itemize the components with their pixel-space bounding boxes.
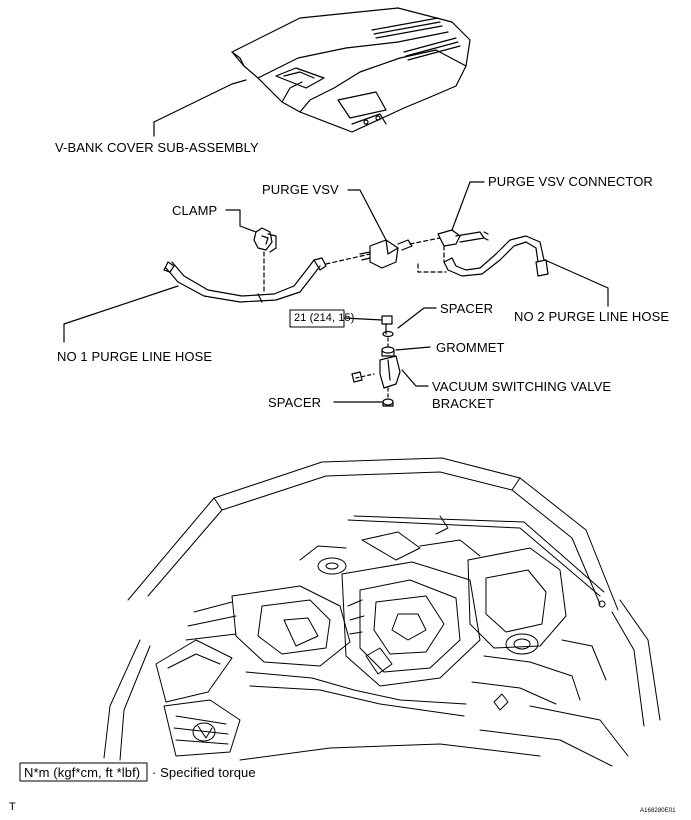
purge-vsv-label: PURGE VSV bbox=[262, 182, 339, 197]
legend-unit-text: N*m (kgf*cm, ft *lbf) bbox=[24, 765, 141, 780]
no1-purge-line-hose-label: NO 1 PURGE LINE HOSE bbox=[57, 349, 213, 364]
grommet-label: GROMMET bbox=[436, 340, 505, 355]
spacer-top-label: SPACER bbox=[440, 301, 494, 316]
v-bank-cover-label: V-BANK COVER SUB-ASSEMBLY bbox=[55, 140, 259, 155]
vsv-bracket-label-line2: BRACKET bbox=[432, 396, 495, 411]
spacer-bottom-label: SPACER bbox=[268, 395, 322, 410]
legend-description: · Specified torque bbox=[152, 765, 256, 780]
v-bank-cover-drawing bbox=[154, 8, 470, 136]
torque-value-label: 21 (214, 15) bbox=[294, 312, 355, 324]
corner-mark: T bbox=[9, 801, 16, 813]
purge-vsv-connector-label: PURGE VSV CONNECTOR bbox=[488, 174, 653, 189]
engine-bay-drawing bbox=[104, 458, 660, 766]
legend-torque-box bbox=[20, 763, 147, 781]
purge-components-drawing bbox=[64, 182, 608, 406]
clamp-label: CLAMP bbox=[172, 203, 218, 218]
vsv-bracket-label-line1: VACUUM SWITCHING VALVE bbox=[432, 379, 612, 394]
figure-code: A168280E01 bbox=[640, 808, 676, 814]
torque-callout-box bbox=[290, 310, 344, 327]
no2-purge-line-hose-label: NO 2 PURGE LINE HOSE bbox=[514, 309, 670, 324]
